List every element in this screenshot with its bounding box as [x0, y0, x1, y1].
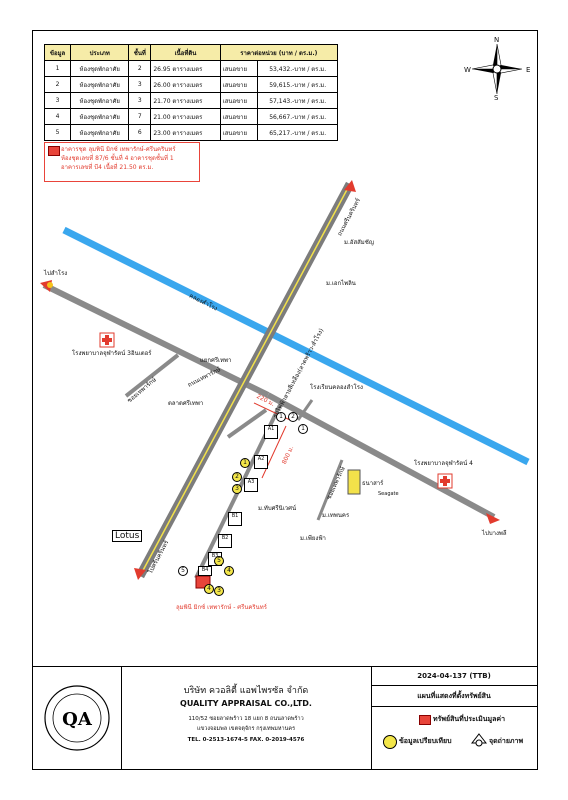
seagate-logo: Seagate	[378, 491, 399, 497]
company-tel: TEL. 0-2513-1674-5 FAX. 0-2019-4576	[187, 737, 305, 743]
company-address-2: แขวงจอมพล เขตจตุจักร กรุงเทพมหานคร	[196, 726, 296, 732]
cell-price: 65,217.-บาท / ตร.ม.	[257, 124, 338, 141]
col-header-area: เนื้อที่ดิน	[150, 44, 221, 61]
compass-s: S	[494, 94, 499, 102]
title-block: QA บริษัท ควอลิตี้ แอพไพรซัล จำกัด QUALI…	[32, 666, 538, 770]
map-title: แผนที่แสดงที่ตั้งทรัพย์สิน	[371, 686, 537, 707]
label-soi-thepha: แยกศรีเทพา	[200, 357, 232, 364]
cell-type: ห้องชุดพักอาศัย	[70, 124, 130, 141]
company-logo: QA	[33, 667, 122, 769]
arrow-north-icon	[344, 180, 356, 192]
map-canvas	[40, 180, 530, 589]
photo-marker-5: 5	[178, 566, 188, 576]
compass-rose: N S W E	[464, 36, 531, 102]
legend-property-label: ทรัพย์สินที่ประเมินมูลค่า	[433, 715, 506, 723]
compass-w: W	[464, 66, 471, 74]
compare-marker-5: 5	[214, 556, 224, 566]
compass-n: N	[494, 36, 500, 44]
table-row: 3 ห้องชุดพักอาศัย 3 21.70 ตารางเมตร เสนอ…	[43, 92, 338, 109]
property-note: อาคารชุด ลุมพินี มิกซ์ เทพารักษ์-ศรีนคริ…	[44, 142, 200, 182]
company-info: บริษัท ควอลิตี้ แอพไพรซัล จำกัด QUALITY …	[121, 667, 372, 769]
company-name-th: บริษัท ควอลิตี้ แอพไพรซัล จำกัด	[183, 686, 309, 696]
legend-compare-label: ข้อมูลเปรียบเทียบ	[399, 737, 452, 745]
distance-line-2	[261, 425, 287, 479]
label-hospital-left: โรงพยาบาลจุฬารัตน์ 3อินเตอร์	[72, 350, 152, 357]
label-to-bangphli: ไปบางพลี	[482, 530, 507, 537]
legend-compare-icon	[383, 735, 397, 749]
label-hospital-right: โรงพยาบาลจุฬารัตน์ 4	[414, 460, 474, 467]
lot-a2: A2	[254, 455, 268, 469]
label-lumpini: ลุมพินี มิกซ์ เทพารักษ์ - ศรีนครินทร์	[176, 604, 267, 611]
street-market	[226, 408, 268, 439]
compass-icon	[471, 43, 523, 95]
label-village-thepnakorn: ม.เทพนคร	[322, 512, 350, 519]
lot-b1: B1	[228, 512, 242, 526]
label-school: โรงเรียนคลองสำโรง	[310, 384, 363, 391]
lot-a1: A1	[264, 425, 278, 439]
label-univ-assumption: ม.อัสสัมชัญ	[344, 239, 374, 246]
comparison-table: ข้อมูล ประเภท ชั้นที่ เนื้อที่ดิน ราคาต่…	[43, 44, 339, 141]
cell-id: 2	[43, 76, 72, 93]
compare-marker-4: 4	[224, 566, 234, 576]
label-to-samrong: ไปสำโรง	[44, 270, 68, 277]
arrow-srinakarin-icon	[134, 568, 146, 580]
compare-marker-6: 4	[204, 584, 214, 594]
road-srinakarin-centre	[139, 183, 351, 577]
table-row: 4 ห้องชุดพักอาศัย 7 21.00 ตารางเมตร เสนอ…	[43, 108, 338, 125]
compass-e: E	[526, 66, 531, 74]
canal-samrong	[62, 226, 530, 466]
arrow-bangphli-icon	[486, 513, 500, 524]
label-tanasa: ธนาสาร์	[362, 480, 384, 487]
photo-marker-2: 2	[288, 412, 298, 422]
legend-photo-icon	[471, 733, 487, 747]
street-left	[124, 353, 180, 398]
cell-id: 5	[43, 124, 72, 141]
company-address-1: 110/52 ซอยลาดพร้าว 18 แยก 8 ถนนลาดพร้าว	[188, 716, 304, 722]
company-logo-icon: QA	[44, 685, 110, 751]
shell-icon	[47, 282, 53, 288]
compare-marker-2: 2	[232, 472, 242, 482]
report-number: 2024-04-137 (TTB)	[371, 667, 537, 686]
legend-photo-label: จุดถ่ายภาพ	[489, 737, 524, 745]
note-line-3: อาคารเลขที่ บี4 เนื้อที่ 21.50 ตร.ม.	[61, 164, 154, 171]
col-header-price: ราคาต่อหน่วย (บาท / ตร.ม.)	[219, 44, 339, 61]
road-thepharak-east	[266, 392, 496, 520]
report-info: 2024-04-137 (TTB) แผนที่แสดงที่ตั้งทรัพย…	[371, 667, 537, 769]
lot-b4: B4	[198, 566, 212, 576]
table-row: 5 ห้องชุดพักอาศัย 6 23.00 ตารางเมตร เสนอ…	[43, 124, 338, 141]
label-village-phiphat: ม.เพียงฟ้า	[300, 535, 326, 542]
note-line-2: ห้องชุดเลขที่ 87/6 ชั้นที่ 4 อาคารชุดชั้…	[61, 155, 174, 162]
table-header-row: ข้อมูล ประเภท ชั้นที่ เนื้อที่ดิน ราคาต่…	[43, 44, 339, 61]
legend: ทรัพย์สินที่ประเมินมูลค่า ข้อมูลเปรียบเท…	[371, 707, 537, 769]
col-header-type: ประเภท	[70, 44, 130, 61]
compare-marker-7: 3	[214, 586, 224, 596]
col-header-data: ข้อมูล	[43, 44, 72, 61]
lotus-logo: Lotus	[112, 530, 143, 542]
road-thepharak-west	[42, 282, 270, 398]
note-line-1: อาคารชุด ลุมพินี มิกซ์ เทพารักษ์-ศรีนคริ…	[61, 146, 176, 153]
label-market: ตลาดศรีเทพา	[168, 400, 204, 407]
street-soi-right	[316, 459, 344, 521]
company-name-en: QUALITY APPRAISAL CO.,LTD.	[180, 699, 312, 708]
property-swatch-icon	[48, 146, 60, 156]
lot-a3: A3	[244, 478, 258, 492]
photo-marker-1: 1	[276, 412, 286, 422]
legend-property-icon	[419, 715, 431, 725]
photo-marker-3: 1	[298, 424, 308, 434]
svg-text:QA: QA	[62, 709, 93, 730]
label-village-thapsri: ม.ทับศรีนิเวศน์	[258, 505, 297, 512]
compare-marker-1: 1	[240, 458, 250, 468]
tanasa-building-icon	[347, 469, 361, 495]
street-school	[296, 399, 314, 421]
lot-b2: B2	[218, 534, 232, 548]
cell-area: 23.00 ตารางเมตร	[150, 124, 221, 141]
label-univ-ekphan: ม.เอกไพลิน	[326, 280, 356, 287]
compare-marker-3: 3	[232, 484, 242, 494]
